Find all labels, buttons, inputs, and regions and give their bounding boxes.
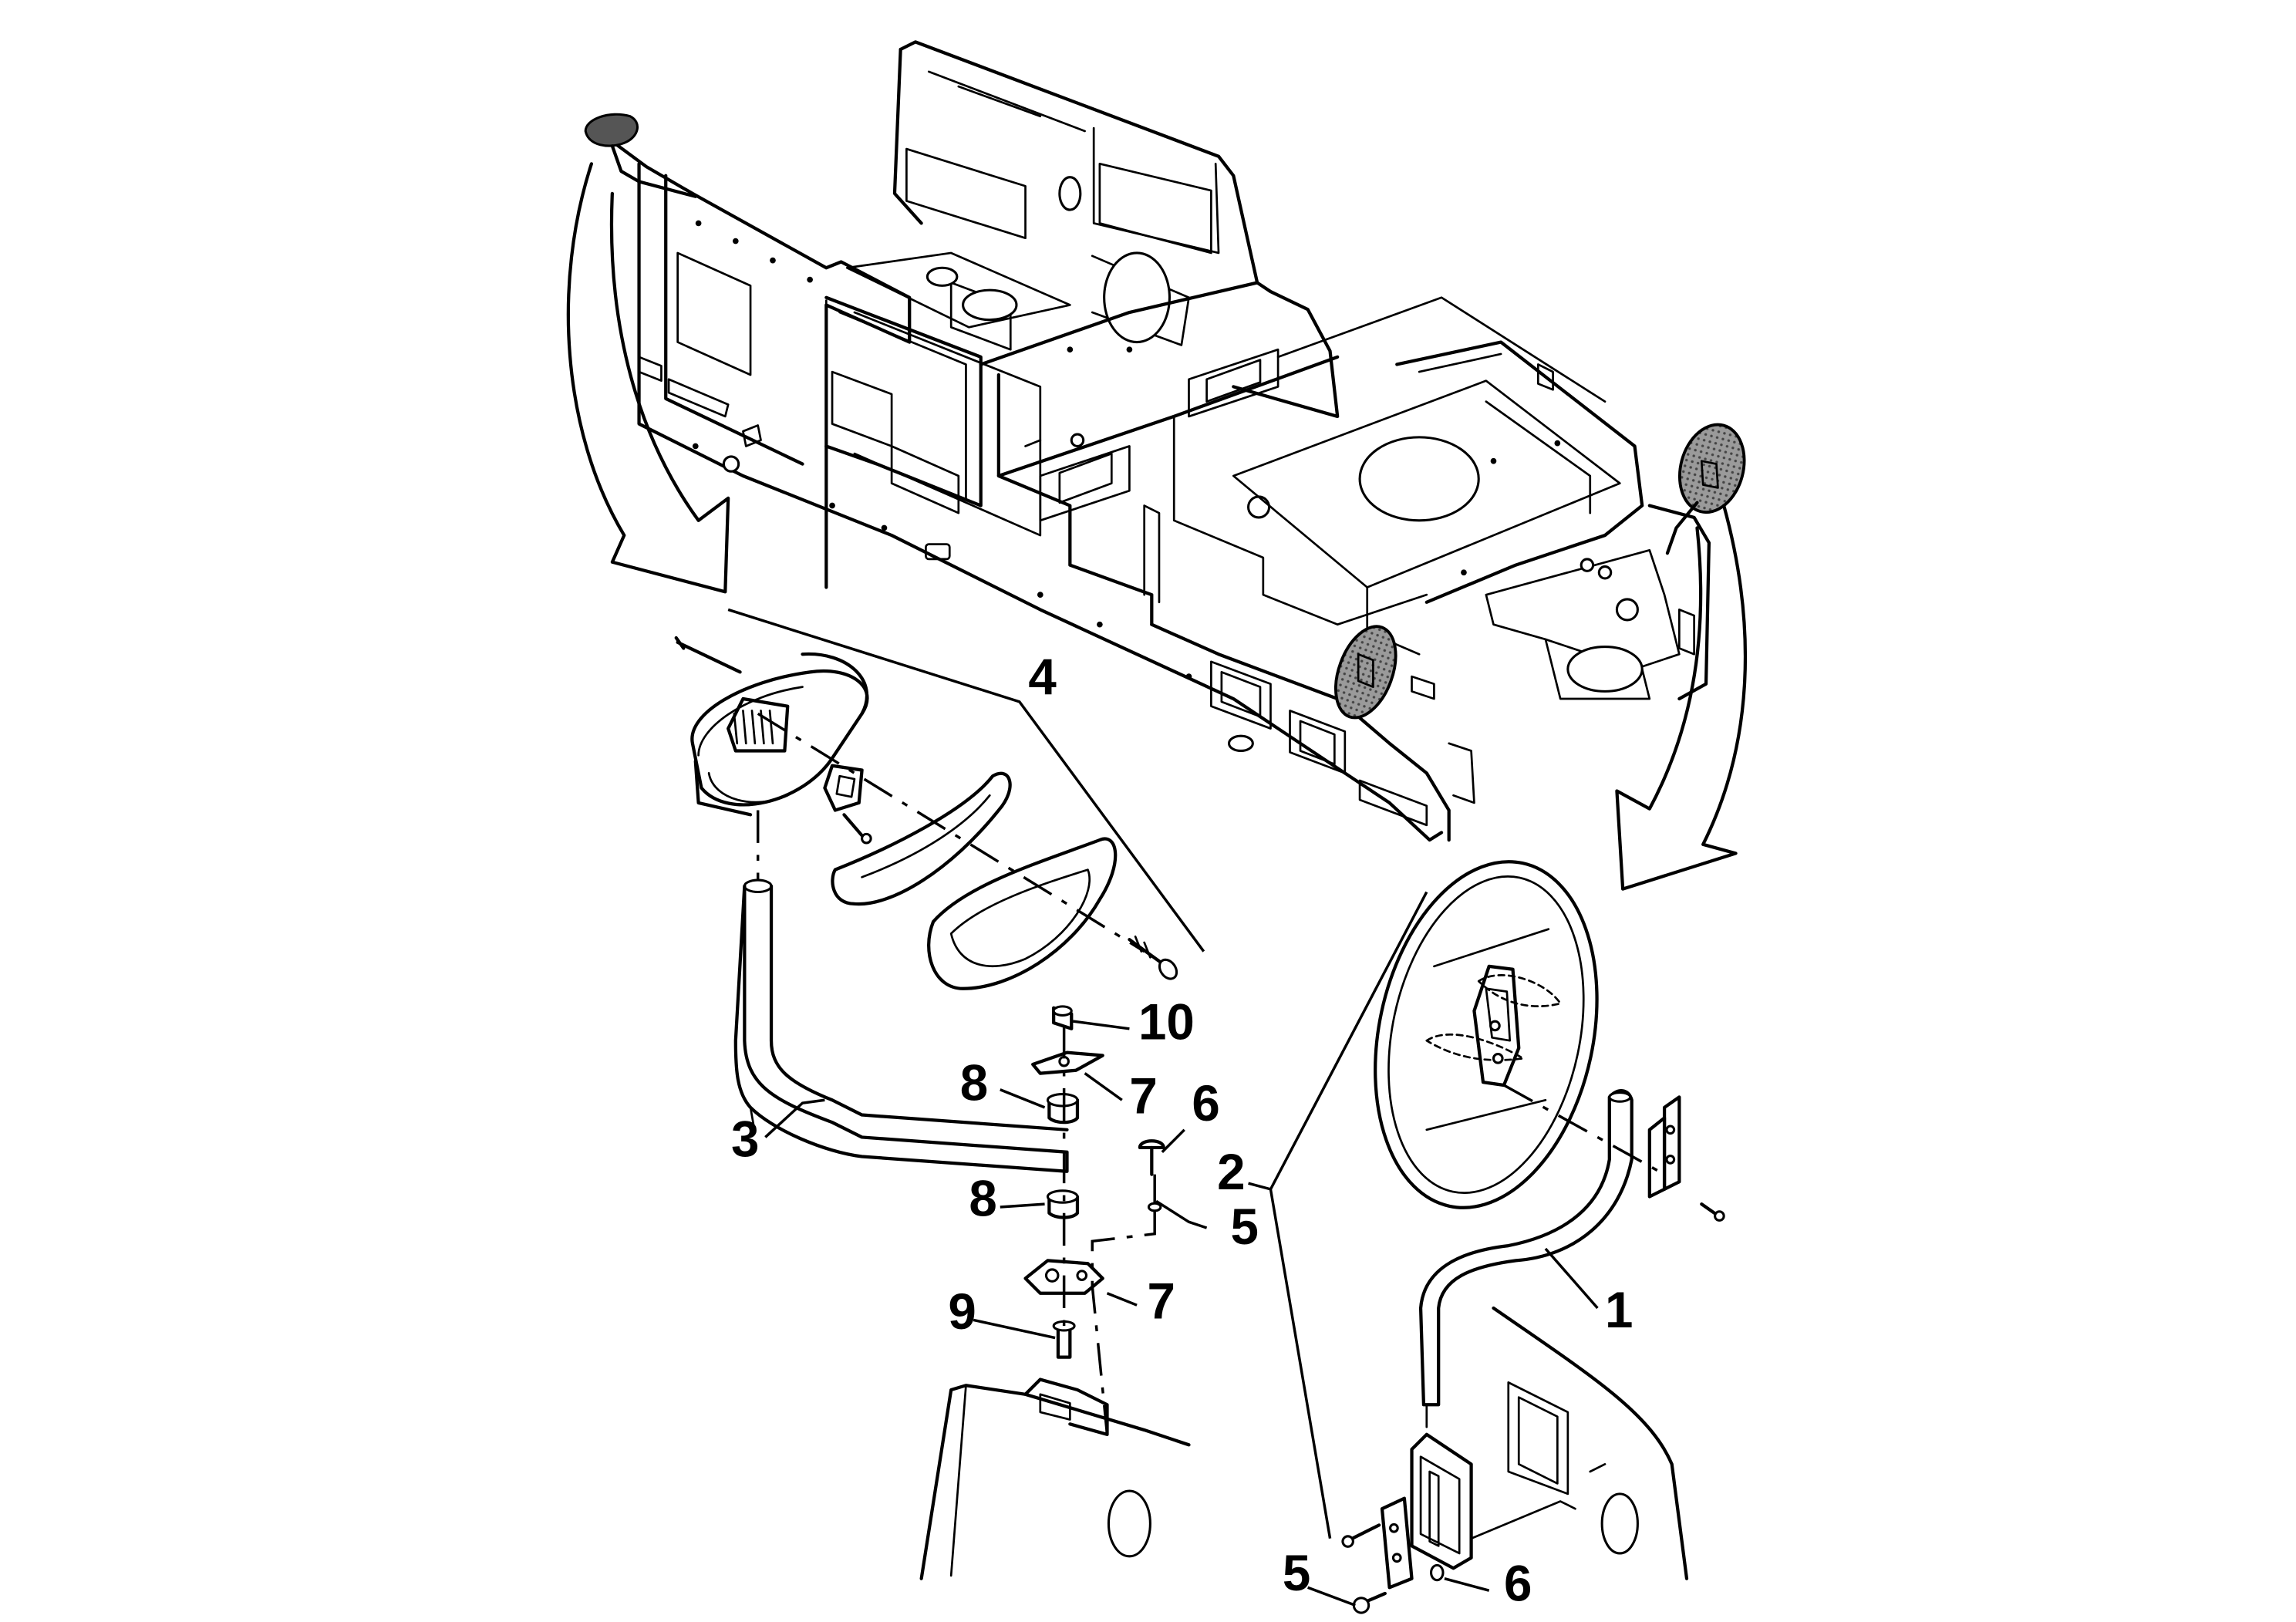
mirror-head-assembly [674, 636, 1178, 990]
right-mirror-assembly [1374, 860, 1725, 1428]
front-mirror-on-frame [1334, 625, 1397, 720]
right-mirror-on-frame [1665, 423, 1746, 555]
callout-4: 4 [1028, 649, 1057, 705]
callout-3: 3 [731, 1111, 759, 1167]
right-location-arrow [1615, 504, 1748, 891]
left-mirror-arm [733, 810, 1069, 1173]
callout-1: 1 [1605, 1282, 1633, 1338]
left-mirror-on-frame [584, 113, 697, 198]
callout-labels: 1 2 3 4 5 5 6 6 7 7 8 8 9 10 [731, 649, 1633, 1611]
callout-10: 10 [1138, 993, 1195, 1050]
callout-5-left: 5 [1230, 1199, 1258, 1255]
callout-7-lower: 7 [1148, 1273, 1175, 1330]
callout-7-upper: 7 [1129, 1068, 1157, 1125]
callout-8-lower: 8 [969, 1171, 996, 1227]
callout-9: 9 [948, 1283, 976, 1340]
right-mounting-base [1341, 1306, 1689, 1614]
callout-8-upper: 8 [960, 1054, 988, 1111]
callout-2: 2 [1217, 1144, 1245, 1200]
left-mounting-base [919, 1378, 1191, 1580]
left-location-arrow [566, 162, 730, 594]
machine-frame [610, 40, 1711, 842]
callout-6-left: 6 [1192, 1075, 1219, 1131]
callout-6-right: 6 [1504, 1556, 1532, 1612]
left-clamp-stack [1023, 1005, 1165, 1435]
callout-5-right: 5 [1283, 1545, 1310, 1601]
leader-lines [727, 608, 1599, 1607]
